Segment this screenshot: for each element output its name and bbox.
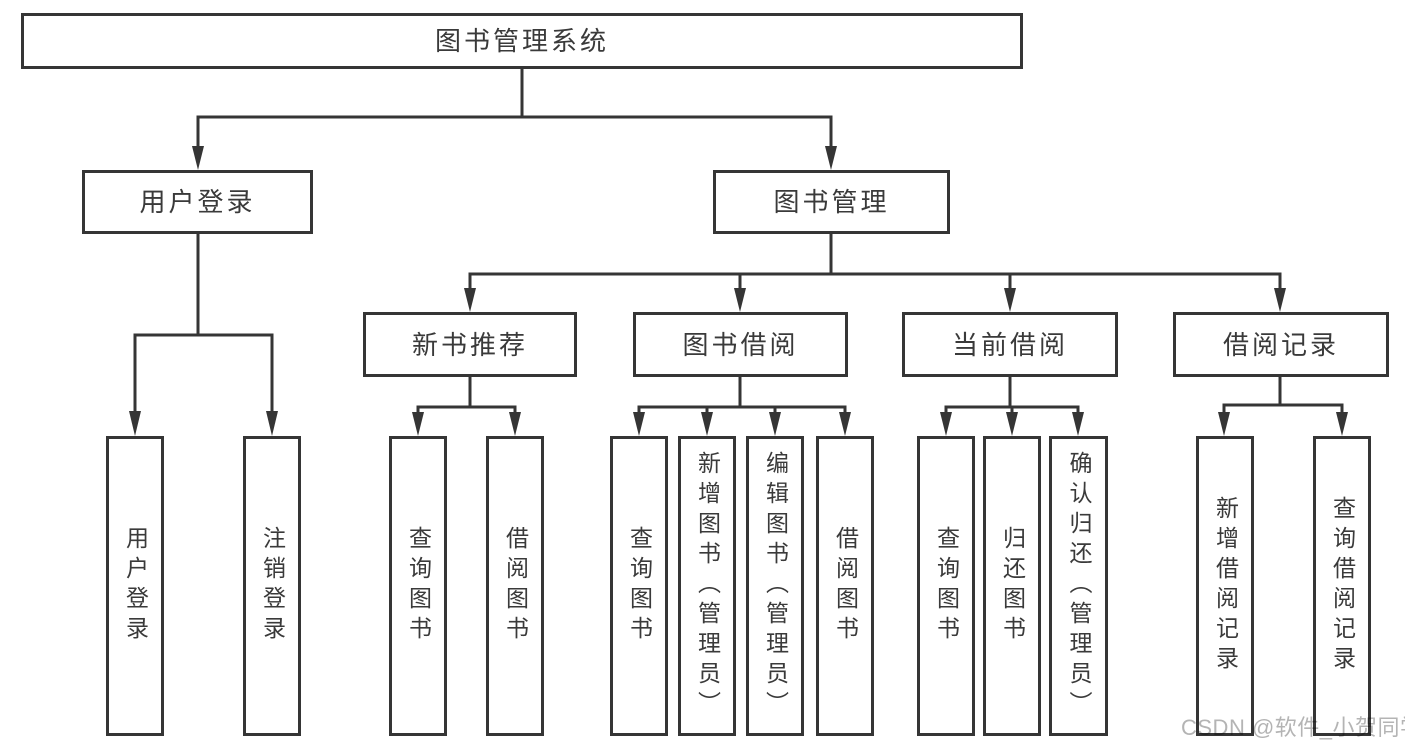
leaf-query-borrow-record: 查询借阅记录 xyxy=(1313,436,1371,736)
leaf-confirm-return-admin-label: 确认归还（管理员） xyxy=(1066,451,1092,721)
watermark: CSDN @软件_小贺同学 xyxy=(1181,715,1405,740)
leaf-confirm-return-admin: 确认归还（管理员） xyxy=(1049,436,1108,736)
leaf-user-login-label: 用户登录 xyxy=(122,526,149,646)
leaf-query-books-current: 查询图书 xyxy=(917,436,975,736)
node-book-borrowing-label: 图书借阅 xyxy=(682,329,799,360)
leaf-borrow-books-borrowing-label: 借阅图书 xyxy=(832,526,859,646)
leaf-query-books-current-label: 查询图书 xyxy=(933,526,960,646)
leaf-query-borrow-record-label: 查询借阅记录 xyxy=(1329,496,1356,676)
node-root: 图书管理系统 xyxy=(21,13,1023,69)
node-new-book-recommend: 新书推荐 xyxy=(363,312,577,377)
node-user-login-label: 用户登录 xyxy=(139,187,256,217)
leaf-edit-book-admin-label: 编辑图书（管理员） xyxy=(762,451,789,721)
arrowheads xyxy=(129,146,1348,436)
leaf-add-book-admin: 新增图书（管理员） xyxy=(678,436,736,736)
node-user-login: 用户登录 xyxy=(82,170,313,234)
leaf-borrow-books-recommend: 借阅图书 xyxy=(486,436,544,736)
leaf-borrow-books-borrowing: 借阅图书 xyxy=(816,436,874,736)
leaf-logout: 注销登录 xyxy=(243,436,301,736)
node-borrowing-records: 借阅记录 xyxy=(1173,312,1389,377)
leaf-query-books-recommend: 查询图书 xyxy=(389,436,447,736)
node-new-book-recommend-label: 新书推荐 xyxy=(411,329,528,360)
node-book-borrowing: 图书借阅 xyxy=(633,312,848,377)
leaf-return-books: 归还图书 xyxy=(983,436,1041,736)
leaf-query-books-borrowing: 查询图书 xyxy=(610,436,668,736)
leaf-add-borrow-record: 新增借阅记录 xyxy=(1196,436,1254,736)
node-book-management-label: 图书管理 xyxy=(773,187,890,217)
leaf-add-borrow-record-label: 新增借阅记录 xyxy=(1212,496,1239,676)
leaf-edit-book-admin: 编辑图书（管理员） xyxy=(746,436,804,736)
node-borrowing-records-label: 借阅记录 xyxy=(1222,329,1339,360)
node-root-label: 图书管理系统 xyxy=(434,26,609,56)
leaf-return-books-label: 归还图书 xyxy=(999,526,1026,646)
leaf-query-books-recommend-label: 查询图书 xyxy=(405,526,432,646)
leaf-borrow-books-recommend-label: 借阅图书 xyxy=(502,526,529,646)
leaf-user-login: 用户登录 xyxy=(106,436,164,736)
leaf-add-book-admin-label: 新增图书（管理员） xyxy=(694,451,721,721)
node-current-borrowing-label: 当前借阅 xyxy=(951,329,1068,360)
leaf-query-books-borrowing-label: 查询图书 xyxy=(626,526,653,646)
leaf-logout-label: 注销登录 xyxy=(259,526,286,646)
node-current-borrowing: 当前借阅 xyxy=(902,312,1118,377)
node-book-management: 图书管理 xyxy=(713,170,950,234)
